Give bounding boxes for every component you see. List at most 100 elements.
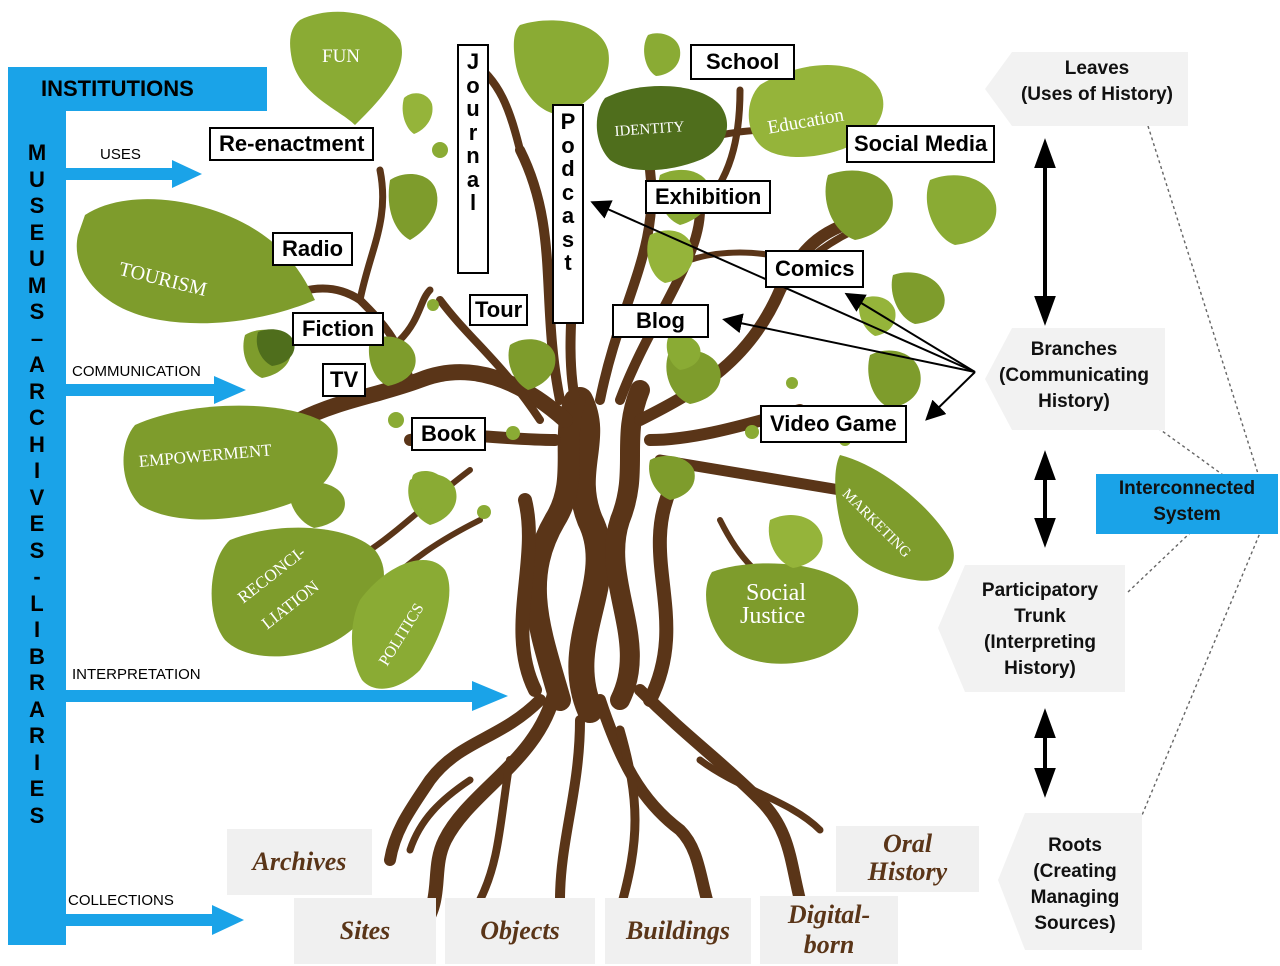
- journal-letter: u: [466, 96, 480, 121]
- media-fiction: Fiction: [292, 312, 385, 346]
- media-school: School: [690, 44, 796, 80]
- connector-roots: [1139, 532, 1261, 821]
- leaf-top: [513, 20, 609, 116]
- leaf-politics: [351, 560, 450, 689]
- flow-arrows: [66, 160, 508, 935]
- collection-archives: Archives: [227, 829, 372, 895]
- institutions-letter: L: [30, 590, 44, 616]
- connector-trunk: [1127, 532, 1191, 593]
- legend-roots-desc-1: (Creating: [1033, 861, 1117, 882]
- journal-letter: r: [468, 119, 478, 145]
- leaf-reconciliation: [211, 527, 384, 657]
- podcast-letter: t: [564, 250, 572, 275]
- legend-trunk-desc-2: History): [1004, 658, 1076, 679]
- journal-letter: a: [466, 166, 480, 192]
- institutions-header: INSTITUTIONS: [8, 67, 267, 111]
- leaf-fun: [290, 11, 402, 125]
- institutions-letter: S: [29, 537, 45, 563]
- interconnected-system-box: Interconnected System: [1096, 474, 1278, 534]
- collection-oral-history-line1: Oral: [882, 829, 933, 858]
- institutions-letter: A: [29, 352, 45, 377]
- institutions-letter: S: [29, 299, 45, 324]
- institutions-letter: U: [29, 166, 45, 192]
- institutions-bar: [8, 67, 66, 945]
- institutions-letter: E: [29, 776, 45, 801]
- institutions-letter: H: [29, 431, 45, 457]
- media-book: Book: [411, 417, 486, 451]
- podcast-letter: c: [561, 179, 575, 205]
- media-reenactment: Re-enactment: [209, 127, 375, 161]
- branches-label-bg: [985, 328, 1165, 430]
- legend-roots-desc-3: Sources): [1034, 913, 1116, 934]
- journal-letter: o: [466, 72, 480, 98]
- collection-sites: Sites: [294, 898, 436, 964]
- legend-branches: Branches (Communicating History): [984, 337, 1164, 415]
- collection-digital-born-line2: born: [803, 930, 855, 959]
- trunk-label-bg: [938, 565, 1125, 692]
- institutions-letter: U: [29, 246, 45, 271]
- collection-digital-born-line1: Digital-: [787, 900, 871, 929]
- media-blog: Blog: [612, 304, 709, 338]
- leaf-identity: [596, 85, 728, 171]
- institutions-letter: C: [29, 405, 45, 430]
- double-arrows: [1034, 138, 1056, 798]
- leaf-marketing: [835, 455, 954, 581]
- collection-oral-history: Oral History: [836, 826, 979, 892]
- flow-label-communication: COMMUNICATION: [72, 363, 201, 380]
- legend-roots: Roots (Creating Managing Sources): [1010, 833, 1140, 937]
- media-exhibition: Exhibition: [645, 180, 772, 214]
- leaf-label-social-justice-1: Social: [746, 580, 806, 606]
- connector-lines: [1127, 125, 1261, 821]
- legend-branches-desc-1: (Communicating: [999, 365, 1149, 386]
- media-radio: Radio: [272, 232, 354, 266]
- legend-trunk-desc-1: (Interpreting: [984, 632, 1096, 653]
- leaf-label-fun: FUN: [322, 46, 361, 67]
- leaf-tourism: [76, 199, 315, 324]
- leaves: [76, 11, 997, 689]
- legend-leaves-desc: (Uses of History): [1020, 84, 1174, 105]
- flow-label-collections: COLLECTIONS: [68, 892, 174, 909]
- legend-roots-title: Roots: [1048, 835, 1102, 856]
- podcast-letter: s: [561, 226, 575, 252]
- podcast-letter: P: [560, 109, 576, 134]
- institutions-letter: S: [29, 193, 45, 218]
- legend-trunk-title-2: Trunk: [1014, 606, 1066, 627]
- connector-branches: [1157, 427, 1231, 481]
- legend-trunk: Participatory Trunk (Interpreting Histor…: [955, 578, 1125, 682]
- institutions-letter: I: [33, 458, 41, 483]
- media-comics: Comics: [765, 250, 865, 288]
- journal-letter: n: [466, 143, 480, 168]
- interconnected-system-line2: System: [1153, 504, 1221, 525]
- connector-leaves: [1147, 125, 1261, 481]
- leaf-empowerment: [123, 405, 338, 520]
- media-video-game: Video Game: [760, 405, 907, 443]
- institutions-letter: R: [29, 723, 45, 748]
- legend-branches-desc-2: History): [1038, 391, 1110, 412]
- institutions-letter: –: [30, 325, 44, 351]
- institutions-letter: -: [33, 564, 41, 589]
- leaf-label-social-justice-2: Justice: [740, 603, 806, 629]
- media-tv: TV: [322, 363, 367, 397]
- institutions-letter: M: [27, 140, 47, 165]
- legend-leaves-title: Leaves: [1064, 58, 1130, 79]
- collection-oral-history-line2: History: [867, 857, 948, 886]
- journal-letter: J: [466, 49, 480, 74]
- institutions-letter: M: [27, 272, 47, 298]
- collection-digital-born: Digital- born: [760, 896, 898, 964]
- legend-leaves: Leaves (Uses of History): [1000, 56, 1194, 108]
- legend-branches-title: Branches: [1030, 339, 1118, 360]
- leaves-label-bg: [985, 52, 1188, 126]
- interconnected-system-line1: Interconnected: [1118, 478, 1256, 499]
- roots-label-bg: [998, 813, 1142, 950]
- media-tour: Tour: [469, 294, 529, 326]
- institutions-letter: I: [33, 749, 41, 775]
- institutions-letter: R: [29, 378, 45, 404]
- podcast-letter: o: [561, 132, 575, 158]
- institutions-letter: A: [29, 696, 45, 722]
- media-social-media: Social Media: [846, 125, 996, 163]
- legend-roots-desc-2: Managing: [1030, 887, 1120, 908]
